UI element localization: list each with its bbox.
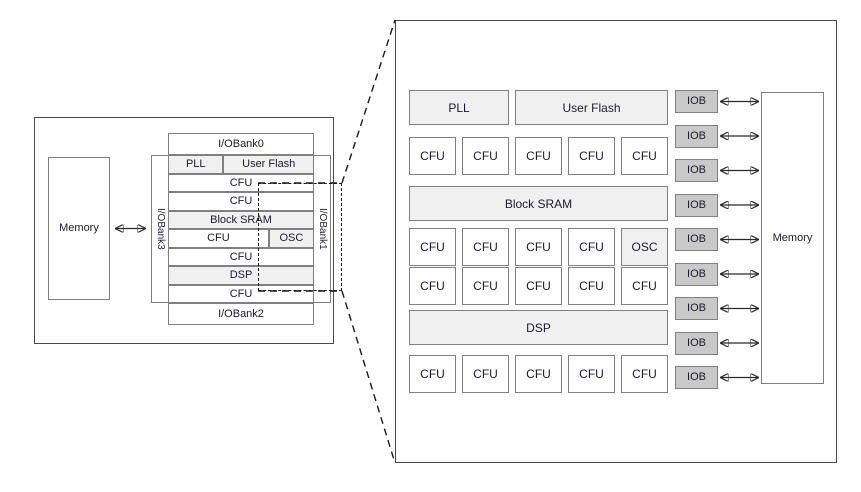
left-cell-label: CFU: [229, 250, 253, 263]
right-cell-label: CFU: [579, 367, 604, 381]
iob-block: IOB: [675, 297, 718, 320]
iob-label: IOB: [687, 164, 706, 176]
detail-selection-rect: [258, 183, 342, 291]
right-cell-label: CFU: [632, 367, 657, 381]
left-iobank0-label: I/OBank0: [218, 137, 264, 150]
right-cell-label: CFU: [526, 279, 551, 293]
right-cell-cfu: CFU: [568, 355, 615, 393]
left-cell-user-flash: User Flash: [223, 155, 314, 174]
right-cell-cfu: CFU: [409, 137, 456, 175]
iob-block: IOB: [675, 90, 718, 113]
right-block-dsp: DSP: [409, 310, 668, 345]
iob-block: IOB: [675, 228, 718, 251]
left-cell-cfu: CFU: [168, 284, 314, 303]
right-block-label: User Flash: [562, 100, 621, 115]
right-cell-cfu: CFU: [462, 355, 509, 393]
left-cell-label: CFU: [229, 195, 253, 208]
iob-block: IOB: [675, 262, 718, 286]
right-cell-cfu: CFU: [515, 267, 562, 305]
right-cell-label: CFU: [420, 149, 445, 163]
right-block-label: PLL: [448, 100, 470, 115]
left-iobank2-label: I/OBank2: [218, 307, 264, 320]
iob-label: IOB: [687, 198, 706, 211]
left-cell-label: User Flash: [242, 158, 296, 171]
iob-label: IOB: [687, 336, 706, 349]
iob-block: IOB: [675, 193, 718, 217]
right-cell-cfu: CFU: [621, 137, 668, 175]
right-memory-label: Memory: [772, 231, 813, 244]
iob-label: IOB: [687, 95, 706, 107]
right-cell-label: CFU: [579, 149, 604, 163]
iob-label: IOB: [687, 267, 706, 280]
right-cell-cfu: CFU: [621, 355, 668, 393]
iob-block: IOB: [675, 331, 718, 355]
left-iobank3: I/OBank3: [151, 155, 169, 303]
right-block-pll: PLL: [409, 90, 509, 125]
left-cell-cfu: CFU: [168, 247, 314, 266]
right-cell-label: CFU: [526, 240, 551, 254]
right-cell-label: CFU: [473, 279, 498, 293]
callout-lines: [341, 19, 396, 464]
right-memory-block: Memory: [761, 92, 824, 384]
right-block-block-sram: Block SRAM: [409, 186, 668, 221]
left-cell-cfu: CFU: [168, 192, 314, 211]
left-iobank3-label: I/OBank3: [155, 208, 166, 250]
right-cell-cfu: CFU: [568, 228, 615, 266]
right-cell-label: CFU: [420, 367, 445, 381]
right-cell-label: OSC: [631, 240, 658, 254]
iob-block: IOB: [675, 159, 718, 182]
right-cell-label: CFU: [420, 279, 445, 293]
iob-label: IOB: [687, 129, 706, 142]
right-cell-cfu: CFU: [515, 228, 562, 266]
iob-label: IOB: [687, 371, 706, 383]
right-cell-label: CFU: [632, 279, 657, 293]
left-memory-label: Memory: [59, 222, 99, 234]
right-block-label: Block SRAM: [504, 196, 573, 211]
left-iobank1-label: I/OBank1: [317, 208, 328, 250]
right-block-label: DSP: [526, 320, 551, 335]
left-iobank2: I/OBank2: [168, 303, 314, 325]
left-cell-label: CFU: [229, 176, 253, 189]
right-cell-cfu: CFU: [409, 228, 456, 266]
left-iobank0: I/OBank0: [168, 133, 314, 155]
left-cell-label: CFU: [207, 232, 230, 245]
right-cell-osc: OSC: [621, 228, 668, 266]
right-cell-label: CFU: [632, 149, 657, 163]
right-cell-label: CFU: [420, 240, 445, 254]
left-cell-label: Block SRAM: [210, 213, 272, 226]
iob-label: IOB: [687, 302, 706, 314]
right-cell-cfu: CFU: [462, 228, 509, 266]
right-cell-cfu: CFU: [568, 267, 615, 305]
right-cell-cfu: CFU: [515, 355, 562, 393]
left-cell-pll: PLL: [168, 155, 224, 174]
iob-block: IOB: [675, 366, 718, 389]
right-cell-label: CFU: [473, 149, 498, 163]
left-cell-osc: OSC: [268, 229, 314, 248]
right-cell-cfu: CFU: [621, 267, 668, 305]
left-cell-block-sram: Block SRAM: [168, 210, 314, 229]
left-cell-label: PLL: [185, 158, 206, 171]
right-block-user-flash: User Flash: [515, 90, 668, 125]
right-cell-label: CFU: [473, 240, 498, 254]
left-cell-dsp: DSP: [168, 266, 314, 285]
left-cell-cfu: CFU: [168, 229, 269, 248]
right-cell-cfu: CFU: [409, 267, 456, 305]
left-cell-label: DSP: [229, 269, 253, 282]
left-cell-label: OSC: [279, 232, 304, 245]
left-memory-block: Memory: [48, 157, 110, 300]
right-cell-cfu: CFU: [462, 137, 509, 175]
right-cell-label: CFU: [579, 279, 604, 293]
right-cell-label: CFU: [526, 367, 551, 381]
left-cell-label: CFU: [229, 287, 253, 300]
iob-block: IOB: [675, 124, 718, 148]
iob-label: IOB: [687, 233, 706, 245]
right-cell-label: CFU: [579, 240, 604, 254]
right-cell-cfu: CFU: [568, 137, 615, 175]
right-cell-cfu: CFU: [462, 267, 509, 305]
right-cell-cfu: CFU: [515, 137, 562, 175]
right-cell-cfu: CFU: [409, 355, 456, 393]
right-cell-label: CFU: [473, 367, 498, 381]
left-cell-cfu: CFU: [168, 173, 314, 192]
right-cell-label: CFU: [526, 149, 551, 163]
